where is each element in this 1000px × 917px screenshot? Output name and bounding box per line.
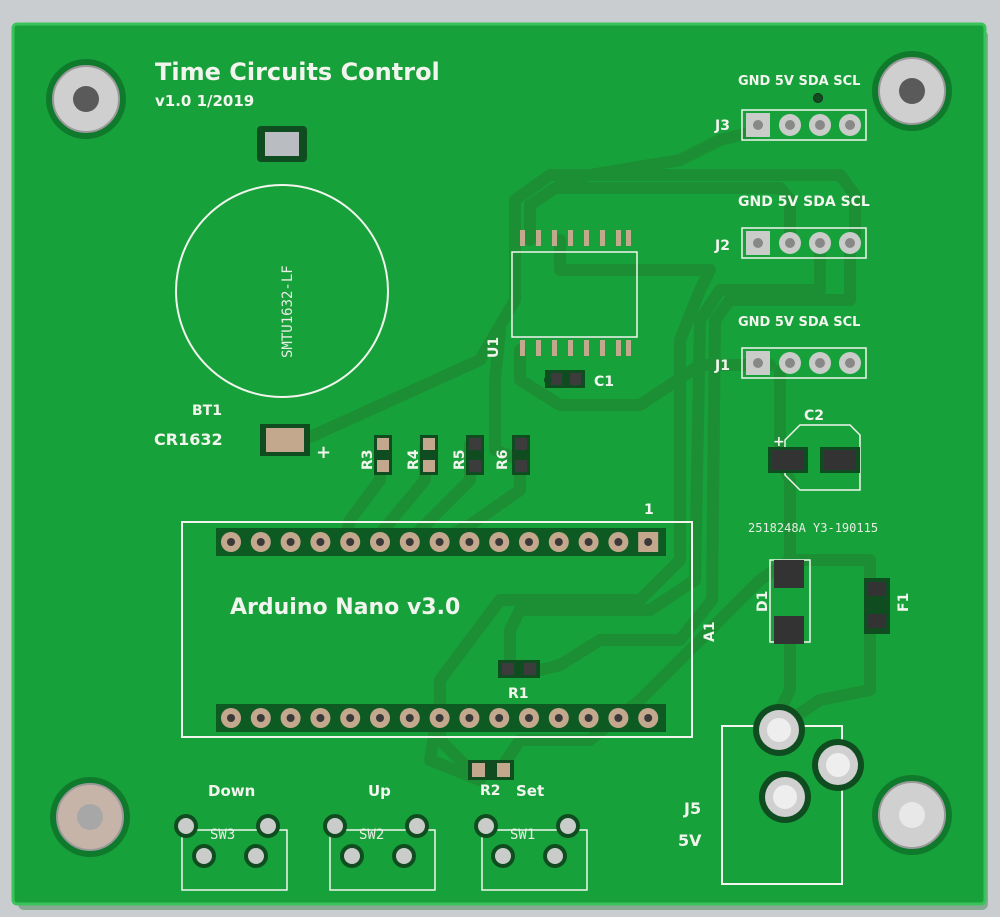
arduino-pin-hole	[525, 714, 533, 722]
f1-footprint	[864, 578, 890, 634]
arduino-bottom-pin-row	[221, 708, 659, 728]
arduino-pin-hole	[584, 714, 593, 722]
arduino-label: Arduino Nano v3.0	[230, 595, 460, 620]
switch-sw2: Up SW2	[323, 782, 436, 891]
lot-code: 2518248A Y3-190115	[748, 521, 878, 535]
battery-type: CR1632	[154, 430, 223, 449]
arduino-pin-hole	[435, 538, 444, 546]
arduino-pin-hole	[256, 538, 265, 546]
arduino-pin-hole	[227, 538, 235, 546]
crystal-pad	[265, 132, 299, 156]
board-edge	[11, 22, 987, 906]
j3-ref: J3	[714, 118, 730, 134]
mounting-holes	[46, 51, 952, 857]
power-jack-footprint	[721, 704, 864, 885]
battery-label: SMTU1632-LF	[280, 265, 296, 358]
battery-plus-mark: +	[316, 442, 331, 463]
u1-ref: U1	[486, 337, 502, 358]
c2-ref: C2	[804, 408, 824, 424]
arduino-pin-hole	[227, 714, 235, 722]
f1-ref: F1	[896, 593, 912, 612]
resistor-footprints	[374, 435, 530, 475]
c1-footprint	[545, 370, 585, 388]
switch-sw3: Down SW3	[174, 782, 288, 891]
pin1-mark: 1	[644, 502, 654, 518]
arduino-top-pin-row	[221, 532, 659, 552]
arduino-pin-hole	[286, 714, 295, 722]
connector-j2: GND 5V SDA SCL J2	[714, 194, 870, 259]
a1-ref: A1	[702, 621, 718, 642]
vias	[544, 94, 822, 384]
arduino-pin-hole	[256, 714, 265, 722]
board-version: v1.0 1/2019	[155, 92, 254, 110]
r5-ref: R5	[452, 449, 468, 470]
battery-pad	[266, 428, 304, 452]
r1-ref: R1	[508, 686, 529, 702]
arduino-pin-hole	[346, 538, 355, 546]
arduino-pin-hole	[614, 538, 623, 546]
arduino-pin-hole	[554, 538, 563, 546]
arduino-pin-hole	[405, 538, 414, 546]
j2-ref: J2	[714, 238, 730, 254]
board-title: Time Circuits Control	[155, 58, 440, 86]
arduino-pin-hole	[405, 714, 414, 722]
arduino-pin-hole	[286, 538, 295, 546]
sw2-label: Up	[368, 782, 391, 800]
j1-pin-labels: GND 5V SDA SCL	[738, 315, 860, 330]
arduino-pin-hole	[376, 538, 384, 546]
arduino-pin-hole	[435, 714, 444, 722]
switch-sw1: Set SW1	[474, 782, 588, 891]
arduino-pin-hole	[554, 714, 563, 722]
j5-label: 5V	[678, 831, 702, 850]
connector-j1: GND 5V SDA SCL J1	[714, 315, 867, 379]
j1-ref: J1	[714, 358, 730, 374]
arduino-pin-hole	[644, 538, 653, 546]
arduino-pin-hole	[525, 538, 533, 546]
arduino-pin-hole	[465, 538, 474, 546]
connector-j3: GND 5V SDA SCL J3	[714, 74, 867, 141]
d1-footprint	[769, 559, 811, 644]
arduino-pin-hole	[316, 538, 325, 546]
arduino-pin-hole	[346, 714, 355, 722]
r6-ref: R6	[495, 449, 511, 470]
r2-footprint	[468, 760, 514, 780]
battery-outline	[175, 184, 389, 398]
sw1-ref: SW1	[510, 827, 535, 843]
j3-pin-labels: GND 5V SDA SCL	[738, 74, 860, 89]
arduino-pin-hole	[495, 538, 504, 546]
j2-pin-labels: GND 5V SDA SCL	[738, 194, 870, 210]
r1-footprint	[498, 660, 540, 678]
arduino-pin-hole	[614, 714, 623, 722]
arduino-pin-hole	[465, 714, 474, 722]
arduino-pin-hole	[644, 714, 653, 722]
arduino-pin-hole	[584, 538, 593, 546]
sw2-ref: SW2	[359, 827, 384, 843]
r4-ref: R4	[406, 449, 422, 470]
battery-ref: BT1	[192, 403, 222, 419]
c2-plus-mark: +	[773, 434, 785, 450]
u1-footprint	[511, 230, 638, 356]
r2-ref: R2	[480, 783, 501, 799]
j5-ref: J5	[683, 799, 701, 818]
sw1-label: Set	[516, 782, 544, 800]
c1-ref: C1	[594, 374, 614, 390]
sw3-ref: SW3	[210, 827, 235, 843]
arduino-pin-hole	[376, 714, 384, 722]
sw3-label: Down	[208, 782, 255, 800]
c2-footprint	[768, 424, 861, 491]
d1-ref: D1	[755, 591, 771, 612]
arduino-pin-hole	[316, 714, 325, 722]
r3-ref: R3	[360, 449, 376, 470]
arduino-pin-hole	[495, 714, 504, 722]
